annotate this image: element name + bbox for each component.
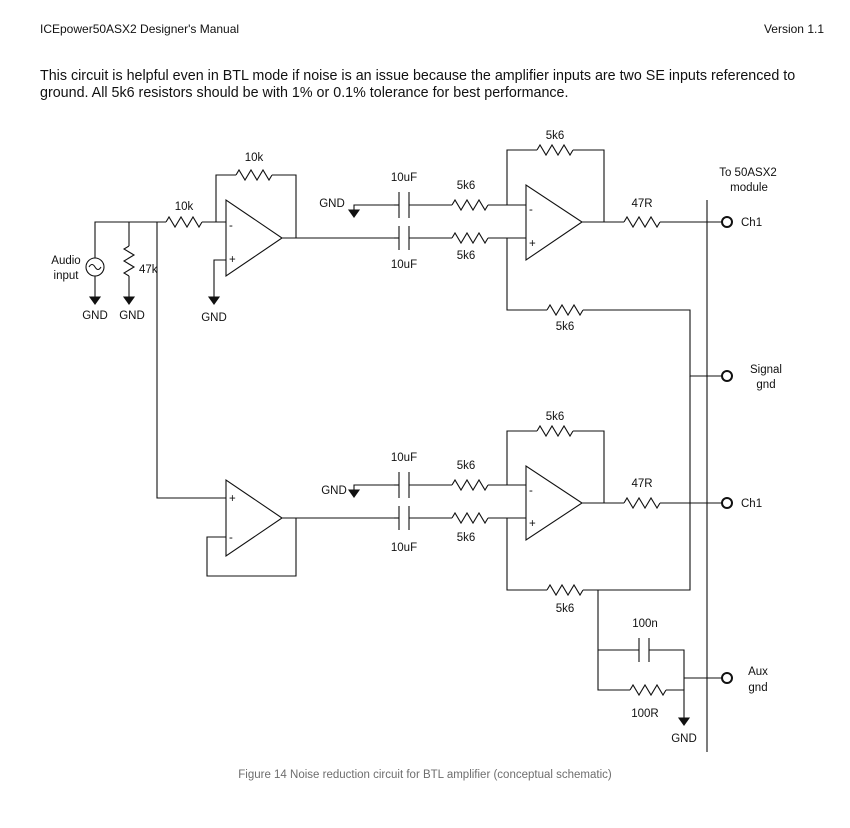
terminal-signal-gnd <box>721 370 733 382</box>
label-5k6: 5k6 <box>556 603 575 615</box>
ground-icon <box>207 296 221 305</box>
gnd-label: GND <box>671 733 697 745</box>
terminal-aux-gnd <box>721 672 733 684</box>
header-title: ICEpower50ASX2 Designer's Manual <box>40 22 240 36</box>
resistor-47r-upper <box>623 215 661 229</box>
gnd-label: GND <box>201 312 227 324</box>
aux-gnd-label: Aux <box>748 666 768 678</box>
gnd-label: GND <box>82 310 108 322</box>
opamp-plus-label: + <box>229 493 236 505</box>
label-5k6: 5k6 <box>546 411 565 423</box>
aux-gnd-label: gnd <box>748 682 767 694</box>
label-47r: 47R <box>631 198 652 210</box>
opamp-3-triangle <box>225 478 283 558</box>
ground-icon <box>347 489 361 498</box>
opamp-3 <box>206 478 394 577</box>
label-10k-feedback: 10k <box>245 152 264 164</box>
signal-gnd-label: gnd <box>756 379 775 391</box>
header-version: Version 1.1 <box>763 22 824 36</box>
terminal-ch1-lower <box>721 497 733 509</box>
opamp-plus-label: + <box>229 254 236 266</box>
label-5k6: 5k6 <box>457 532 476 544</box>
label-47r: 47R <box>631 478 652 490</box>
label-5k6: 5k6 <box>556 321 575 333</box>
figure-caption: Figure 14 Noise reduction circuit for BT… <box>238 769 612 781</box>
ground-icon <box>347 209 361 218</box>
resistor-5k6-upper-b <box>451 231 489 245</box>
opamp-2-triangle <box>525 183 583 262</box>
opamp-1 <box>207 168 394 305</box>
opamp-minus-label: - <box>229 532 233 544</box>
resistor-47r-lower <box>623 496 661 510</box>
gnd-label: GND <box>319 198 345 210</box>
label-47k: 47k <box>139 264 158 276</box>
opamp-minus-label: - <box>529 204 533 216</box>
ground-icon <box>88 296 102 305</box>
gnd-label: GND <box>321 485 347 497</box>
lower-channel <box>347 376 722 726</box>
resistor-100r <box>629 683 667 697</box>
label-10uf: 10uF <box>391 172 417 184</box>
label-5k6: 5k6 <box>457 180 476 192</box>
label-10k-input: 10k <box>175 201 194 213</box>
label-10uf: 10uF <box>391 542 417 554</box>
ground-icon <box>122 296 136 305</box>
resistor-5k6-upper-gnd <box>546 303 584 317</box>
label-5k6: 5k6 <box>457 460 476 472</box>
label-100r: 100R <box>631 708 659 720</box>
terminal-ch1-upper <box>721 216 733 228</box>
resistor-5k6-upper-feedback <box>536 143 574 157</box>
gnd-label: GND <box>119 310 145 322</box>
resistor-5k6-upper-a <box>451 198 489 212</box>
signal-gnd-label: Signal <box>750 364 782 376</box>
resistor-5k6-lower-gnd <box>546 583 584 597</box>
opamp-4-triangle <box>525 464 583 542</box>
resistor-5k6-lower-a <box>451 478 489 492</box>
opamp-1-triangle <box>225 198 283 278</box>
resistor-5k6-lower-feedback <box>536 424 574 438</box>
opamp-plus-label: + <box>529 518 536 530</box>
opamp-minus-label: - <box>229 220 233 232</box>
audio-input-label: Audio <box>51 255 80 267</box>
opamp-plus-label: + <box>529 238 536 250</box>
module-label: module <box>730 182 768 194</box>
intro-paragraph: This circuit is helpful even in BTL mode… <box>40 68 796 101</box>
label-5k6: 5k6 <box>546 130 565 142</box>
resistor-47k <box>122 245 136 277</box>
module-label: To 50ASX2 <box>719 167 777 179</box>
output-ch1-label: Ch1 <box>741 217 762 229</box>
label-10uf: 10uF <box>391 452 417 464</box>
schematic-labels: To 50ASX2 module Audio input 47k GND GND… <box>51 130 782 745</box>
audio-input-label: input <box>54 270 80 282</box>
upper-channel <box>347 143 722 377</box>
label-5k6: 5k6 <box>457 250 476 262</box>
label-10uf: 10uF <box>391 259 417 271</box>
output-ch1-label: Ch1 <box>741 498 762 510</box>
ground-icon <box>677 717 691 726</box>
resistor-10k-input <box>165 215 203 229</box>
input-section <box>85 215 226 499</box>
opamp-minus-label: - <box>529 485 533 497</box>
label-100n: 100n <box>632 618 658 630</box>
resistor-5k6-lower-b <box>451 511 489 525</box>
resistor-10k-feedback <box>235 168 273 182</box>
